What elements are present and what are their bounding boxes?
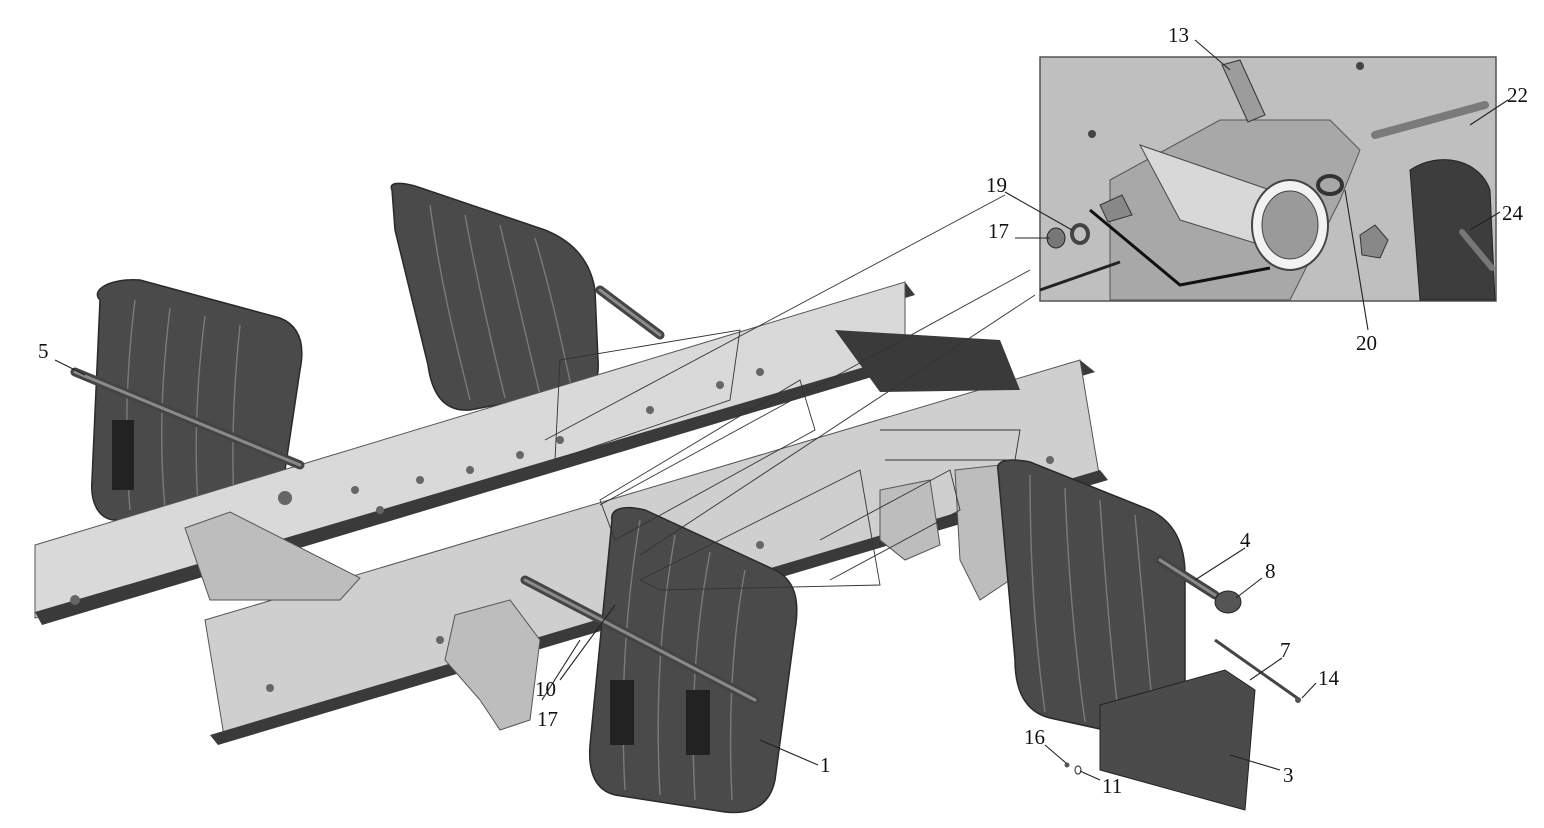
rear-flap-center	[390, 182, 599, 411]
callout-11: 11	[1102, 774, 1122, 798]
callout-7: 7	[1280, 638, 1291, 662]
callout-1: 1	[820, 753, 831, 777]
mud-flap-3	[1099, 669, 1256, 811]
assembly-guide-lines	[544, 194, 1036, 591]
frame-holes	[70, 368, 1054, 692]
mudguard-frame-assembly-illustration	[34, 182, 1301, 814]
end-cap-8	[1214, 590, 1242, 614]
callout-22: 22	[1507, 83, 1528, 107]
callout-13: 13	[1168, 23, 1189, 47]
callout-19: 19	[986, 173, 1007, 197]
callout-labels: 13 22 24 20 19 17 5 4 8 7 14 16 11 3 1 1…	[38, 23, 1528, 798]
callout-leaders	[54, 39, 1509, 781]
callout-4: 4	[1240, 528, 1251, 552]
front-flap-right	[996, 459, 1186, 741]
callout-16: 16	[1024, 725, 1045, 749]
callout-8: 8	[1265, 559, 1276, 583]
front-flap-left	[588, 507, 798, 814]
callout-17-inset: 17	[988, 219, 1009, 243]
callout-24: 24	[1502, 201, 1524, 225]
callout-5: 5	[38, 339, 49, 363]
callout-14: 14	[1318, 666, 1340, 690]
callout-17: 17	[537, 707, 558, 731]
callout-10: 10	[535, 677, 556, 701]
callout-20: 20	[1356, 331, 1377, 355]
bracket-bushing-detail-illustration	[1039, 56, 1497, 302]
callout-3: 3	[1283, 763, 1294, 787]
